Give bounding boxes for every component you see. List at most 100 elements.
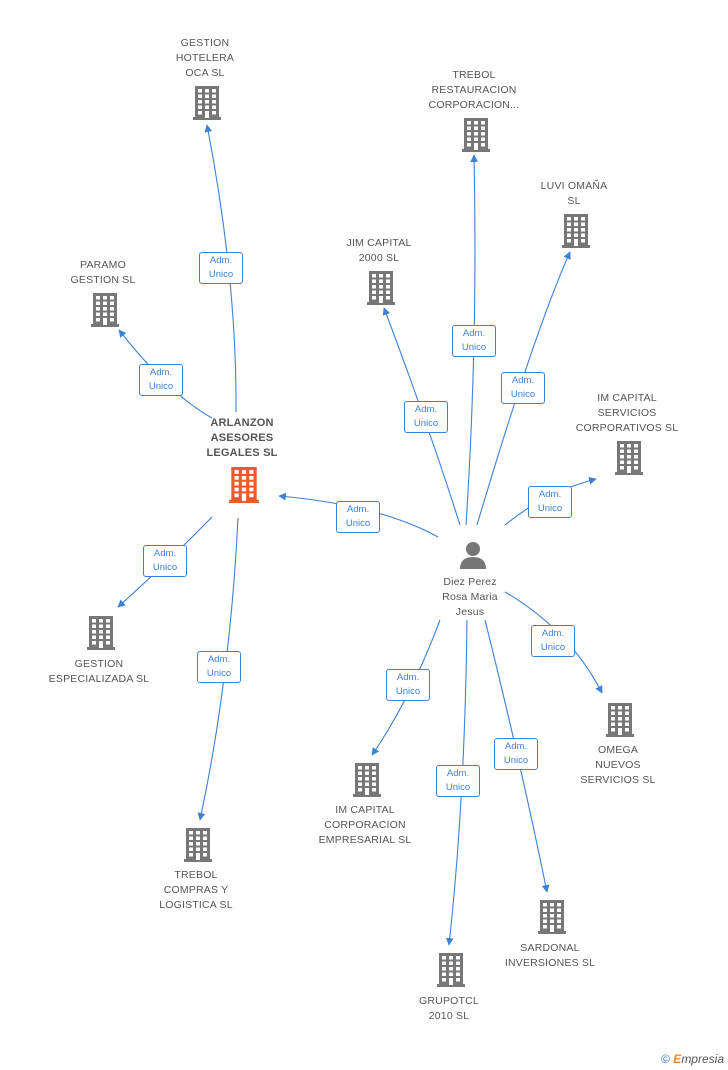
label-line: SERVICIOS SL [580,774,656,786]
label-line: GRUPOTCL [419,995,479,1007]
label-line: INVERSIONES SL [504,957,596,969]
label-line: GESTION [180,37,230,49]
building-icon[interactable] [90,293,120,332]
relation-type: Unico [208,269,234,280]
building-icon[interactable] [352,763,382,802]
company-label-paramo[interactable]: PARAMO GESTION SL [70,258,135,288]
relation-role: Adm. [511,375,535,386]
person-icon[interactable] [458,540,488,575]
label-line: IM CAPITAL [597,392,657,404]
relation-role: Adm. [541,628,565,639]
relation-role: Adm. [504,741,528,752]
relation-badge-im-capital-corporacion[interactable]: Adm. Unico [386,669,430,701]
relation-role: Adm. [538,489,562,500]
label-line: HOTELERA [175,52,235,64]
relation-role: Adm. [149,367,173,378]
footer-credit: © Empresia [661,1052,724,1066]
relation-type: Unico [345,518,371,529]
company-label-gestion-hotelera[interactable]: GESTION HOTELERA OCA SL [176,36,234,81]
company-label-trebol-restauracion[interactable]: TREBOL RESTAURACION CORPORACION... [429,68,520,113]
label-line: Jesus [455,606,485,618]
relation-role: Adm. [396,672,420,683]
building-icon[interactable] [183,828,213,867]
central-building-icon[interactable] [228,467,260,508]
relation-type: Unico [152,562,178,573]
building-icon[interactable] [86,616,116,655]
building-icon[interactable] [537,900,567,939]
label-line: TREBOL [452,69,496,81]
label-line: LUVI OMAÑA [540,180,608,192]
building-icon[interactable] [192,86,222,125]
relation-badge-luvi[interactable]: Adm. Unico [501,372,545,404]
label-line: ARLANZON [210,417,274,429]
relation-type: Unico [413,418,439,429]
label-line: SERVICIOS [597,407,657,419]
label-line: OMEGA [597,744,639,756]
relation-badge-omega[interactable]: Adm. Unico [531,625,575,657]
label-line: ASESORES [210,432,274,444]
label-line: LEGALES SL [206,447,278,459]
relation-role: Adm. [446,768,470,779]
relation-type: Unico [537,503,563,514]
label-line: COMPRAS Y [163,884,229,896]
label-line: SARDONAL [520,942,580,954]
relation-type: Unico [395,686,421,697]
company-label-trebol-compras[interactable]: TREBOL COMPRAS Y LOGISTICA SL [159,868,233,913]
relation-badge-sardonal[interactable]: Adm. Unico [494,738,538,770]
label-line: EMPRESARIAL SL [318,834,412,846]
relation-type: Unico [148,381,174,392]
relation-badge-gestion-especializada[interactable]: Adm. Unico [143,545,187,577]
relation-badge-paramo[interactable]: Adm. Unico [139,364,183,396]
label-line: IM CAPITAL [335,804,395,816]
relation-role: Adm. [346,504,370,515]
label-line: GESTION [74,658,124,670]
relation-role: Adm. [207,654,231,665]
relation-type: Unico [445,782,471,793]
building-icon[interactable] [436,953,466,992]
relation-badge-trebol-restauracion[interactable]: Adm.Unico [452,325,496,357]
building-icon[interactable] [561,214,591,253]
label-line: CORPORACION... [428,99,520,111]
relation-badge-im-capital-servicios[interactable]: Adm. Unico [528,486,572,518]
label-line: Diez Perez [443,576,497,588]
relation-type: Unico [540,642,566,653]
label-line: 2000 SL [358,252,400,264]
building-icon[interactable] [366,271,396,310]
company-label-gestion-especializada[interactable]: GESTION ESPECIALIZADA SL [49,657,150,687]
label-line: LOGISTICA SL [159,899,233,911]
relation-badge-gestion-hotelera[interactable]: Adm. Unico [199,252,243,284]
building-icon[interactable] [614,441,644,480]
label-line: RESTAURACION [431,84,517,96]
company-label-jim-capital[interactable]: JIM CAPITAL 2000 SL [346,236,411,266]
label-line: 2010 SL [428,1010,470,1022]
company-label-sardonal[interactable]: SARDONAL INVERSIONES SL [505,941,595,971]
relation-type: Unico [503,755,529,766]
label-line: ESPECIALIZADA SL [48,673,150,685]
relation-role: Adm. [153,548,177,559]
building-icon[interactable] [605,703,635,742]
relation-badge-central[interactable]: Adm. Unico [336,501,380,533]
relation-type: Unico [461,342,487,353]
label-line: OCA SL [185,67,225,79]
relation-role: Adm. [414,404,438,415]
relation-badge-grupotcl[interactable]: Adm. Unico [436,765,480,797]
edge-to-luvi [476,251,571,526]
company-label-im-capital-servicios[interactable]: IM CAPITAL SERVICIOS CORPORATIVOS SL [576,391,679,436]
building-icon[interactable] [461,118,491,157]
company-label-grupotcl[interactable]: GRUPOTCL 2010 SL [419,994,479,1024]
relation-badge-jim-capital[interactable]: Adm. Unico [404,401,448,433]
label-line: JIM CAPITAL [346,237,412,249]
relation-role: Adm. [209,255,233,266]
label-line: CORPORATIVOS SL [575,422,679,434]
label-line: TREBOL [174,869,218,881]
company-label-central[interactable]: ARLANZON ASESORES LEGALES SL [206,416,277,461]
relation-type: Unico [510,389,536,400]
label-line: PARAMO [80,259,126,271]
label-line: GESTION SL [70,274,136,286]
relation-badge-trebol-compras[interactable]: Adm.Unico [197,651,241,683]
